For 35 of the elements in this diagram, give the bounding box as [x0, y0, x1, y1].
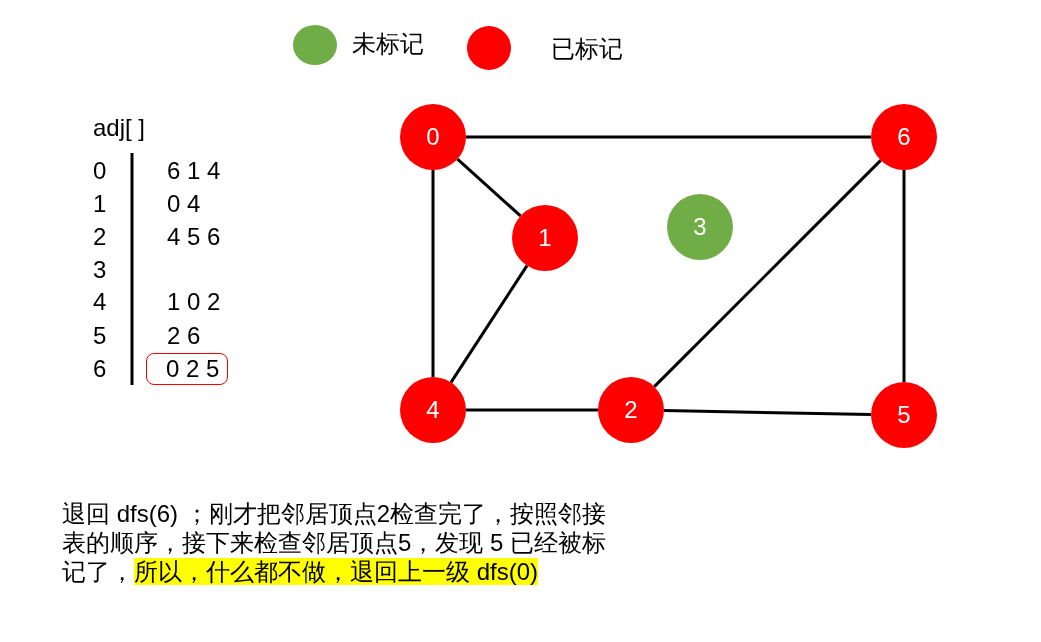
edge-line	[456, 158, 522, 217]
legend-text: 已标记	[551, 37, 623, 61]
highlighted-text: 所以，什么都不做，退回上一级 dfs(0)	[134, 558, 538, 585]
vertex-circle	[512, 205, 578, 271]
highlight-frame	[146, 353, 228, 385]
row-values: 6 1 4	[167, 159, 221, 183]
row-index: 5	[93, 324, 107, 348]
legend-text: 未标记	[352, 32, 424, 56]
row-index: 3	[93, 258, 107, 282]
row-values: 4 5 6	[167, 225, 221, 249]
row-values: 1 0 2	[167, 290, 221, 314]
vertex-label: 5	[897, 403, 911, 427]
edge-line	[902, 170, 906, 382]
edge-line	[431, 170, 435, 377]
row-values: 0 4	[167, 192, 201, 216]
vertex-label: 3	[693, 215, 707, 239]
edge-line	[466, 135, 871, 139]
vertex-label: 0	[426, 125, 440, 149]
edge-line	[466, 408, 598, 412]
vertex-label: 1	[538, 226, 552, 250]
row-index: 4	[93, 290, 107, 314]
vertex-label: 4	[426, 398, 440, 422]
edge-line	[663, 409, 872, 416]
edge-line	[653, 159, 882, 388]
row-values: 2 6	[167, 324, 201, 348]
row-index: 6	[93, 357, 107, 381]
table-heading: adj[ ]	[93, 116, 146, 140]
row-values: 0 2 5	[166, 357, 220, 381]
edge-line	[449, 264, 529, 384]
row-index: 0	[93, 159, 107, 183]
vertex-label: 2	[624, 398, 638, 422]
vertex-label: 6	[897, 125, 911, 149]
row-index: 1	[93, 192, 107, 216]
note-text: 退回 dfs(6) ；刚才把邻居顶点2检查完了，按照邻接表的顺序，接下来检查邻居顶点5，发现 5 已经被标记了，所以，什么都不做，退回上一级 dfs(0)	[62, 499, 608, 586]
row-index: 2	[93, 225, 107, 249]
